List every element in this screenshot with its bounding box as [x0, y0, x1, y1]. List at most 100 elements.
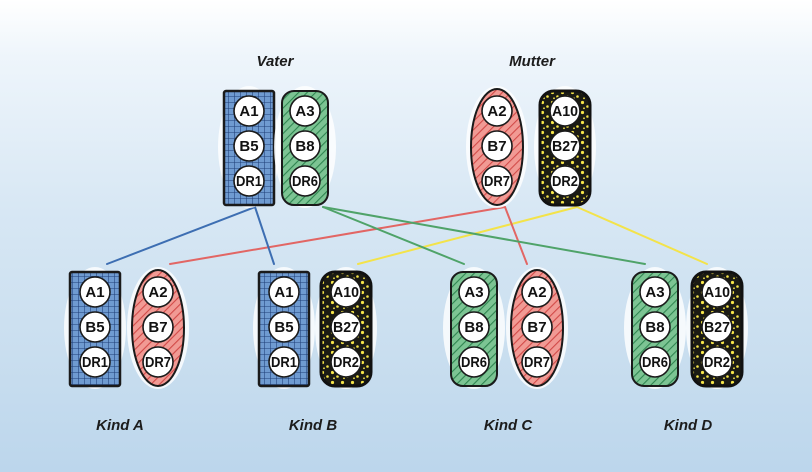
- child-label-kind-a: Kind A: [96, 417, 144, 434]
- inheritance-lines: [106, 206, 708, 265]
- allele-circle: [289, 130, 321, 162]
- inheritance-line-yellow: [576, 206, 708, 265]
- allele-circle: [458, 276, 490, 308]
- allele-label-dr2: DR2: [552, 173, 578, 190]
- allele-label-b8: B8: [464, 319, 483, 336]
- allele-label-dr6: DR6: [642, 354, 668, 371]
- allele-label-a2: A2: [527, 284, 546, 301]
- child-label-kind-b: Kind B: [289, 417, 337, 434]
- allele-label-b8: B8: [295, 138, 314, 155]
- parent-label-mother: Mutter: [509, 53, 556, 70]
- allele-circle: [549, 130, 581, 162]
- allele-label-dr1: DR1: [82, 354, 108, 371]
- allele-circle: [233, 95, 265, 127]
- allele-label-a1: A1: [274, 284, 293, 301]
- parent-label-father: Vater: [257, 53, 295, 70]
- allele-label-b27: B27: [704, 319, 730, 336]
- allele-circle: [268, 346, 300, 378]
- allele-circle: [79, 311, 111, 343]
- allele-label-dr6: DR6: [461, 354, 487, 371]
- allele-label-a3: A3: [645, 284, 664, 301]
- allele-label-b8: B8: [645, 319, 664, 336]
- allele-label-b27: B27: [333, 319, 359, 336]
- allele-circle: [330, 311, 362, 343]
- allele-label-b7: B7: [148, 319, 167, 336]
- inheritance-line-yellow: [357, 206, 578, 265]
- inheritance-line-blue: [254, 206, 275, 265]
- allele-label-dr7: DR7: [484, 173, 510, 190]
- allele-label-dr6: DR6: [292, 173, 318, 190]
- allele-label-dr2: DR2: [333, 354, 359, 371]
- child-label-kind-c: Kind C: [484, 417, 533, 434]
- allele-label-dr7: DR7: [524, 354, 550, 371]
- allele-label-a10: A10: [704, 284, 730, 301]
- allele-circle: [701, 311, 733, 343]
- allele-label-a10: A10: [333, 284, 359, 301]
- allele-circle: [79, 276, 111, 308]
- allele-circle: [330, 276, 362, 308]
- allele-circle: [481, 130, 513, 162]
- allele-circle: [639, 346, 671, 378]
- child-label-kind-d: Kind D: [664, 417, 712, 434]
- allele-label-b5: B5: [239, 138, 258, 155]
- allele-circle: [549, 165, 581, 197]
- allele-label-b5: B5: [274, 319, 293, 336]
- allele-label-dr1: DR1: [271, 354, 297, 371]
- inheritance-line-red: [504, 206, 528, 265]
- allele-circle: [481, 165, 513, 197]
- allele-circle: [458, 311, 490, 343]
- allele-circle: [549, 95, 581, 127]
- allele-circle: [330, 346, 362, 378]
- allele-circle: [521, 346, 553, 378]
- allele-label-dr1: DR1: [236, 173, 262, 190]
- allele-label-b27: B27: [552, 138, 578, 155]
- allele-circle: [233, 165, 265, 197]
- allele-label-dr2: DR2: [704, 354, 730, 371]
- allele-label-a3: A3: [464, 284, 483, 301]
- allele-circle: [521, 276, 553, 308]
- inheritance-line-green: [322, 206, 465, 265]
- inheritance-line-green: [322, 206, 646, 265]
- inheritance-line-red: [169, 206, 506, 265]
- allele-circle: [268, 311, 300, 343]
- allele-label-b7: B7: [527, 319, 546, 336]
- allele-circle: [79, 346, 111, 378]
- allele-circle: [458, 346, 490, 378]
- allele-circle: [142, 311, 174, 343]
- allele-circle: [233, 130, 265, 162]
- allele-label-a1: A1: [85, 284, 104, 301]
- allele-label-b5: B5: [85, 319, 104, 336]
- allele-circle: [289, 165, 321, 197]
- allele-label-a10: A10: [552, 103, 578, 120]
- allele-circle: [639, 276, 671, 308]
- allele-circle: [521, 311, 553, 343]
- allele-circle: [639, 311, 671, 343]
- allele-label-a1: A1: [239, 103, 258, 120]
- allele-label-a3: A3: [295, 103, 314, 120]
- allele-label-dr7: DR7: [145, 354, 171, 371]
- allele-label-a2: A2: [487, 103, 506, 120]
- allele-circle: [701, 346, 733, 378]
- allele-label-b7: B7: [487, 138, 506, 155]
- allele-circle: [142, 346, 174, 378]
- allele-circle: [481, 95, 513, 127]
- allele-label-a2: A2: [148, 284, 167, 301]
